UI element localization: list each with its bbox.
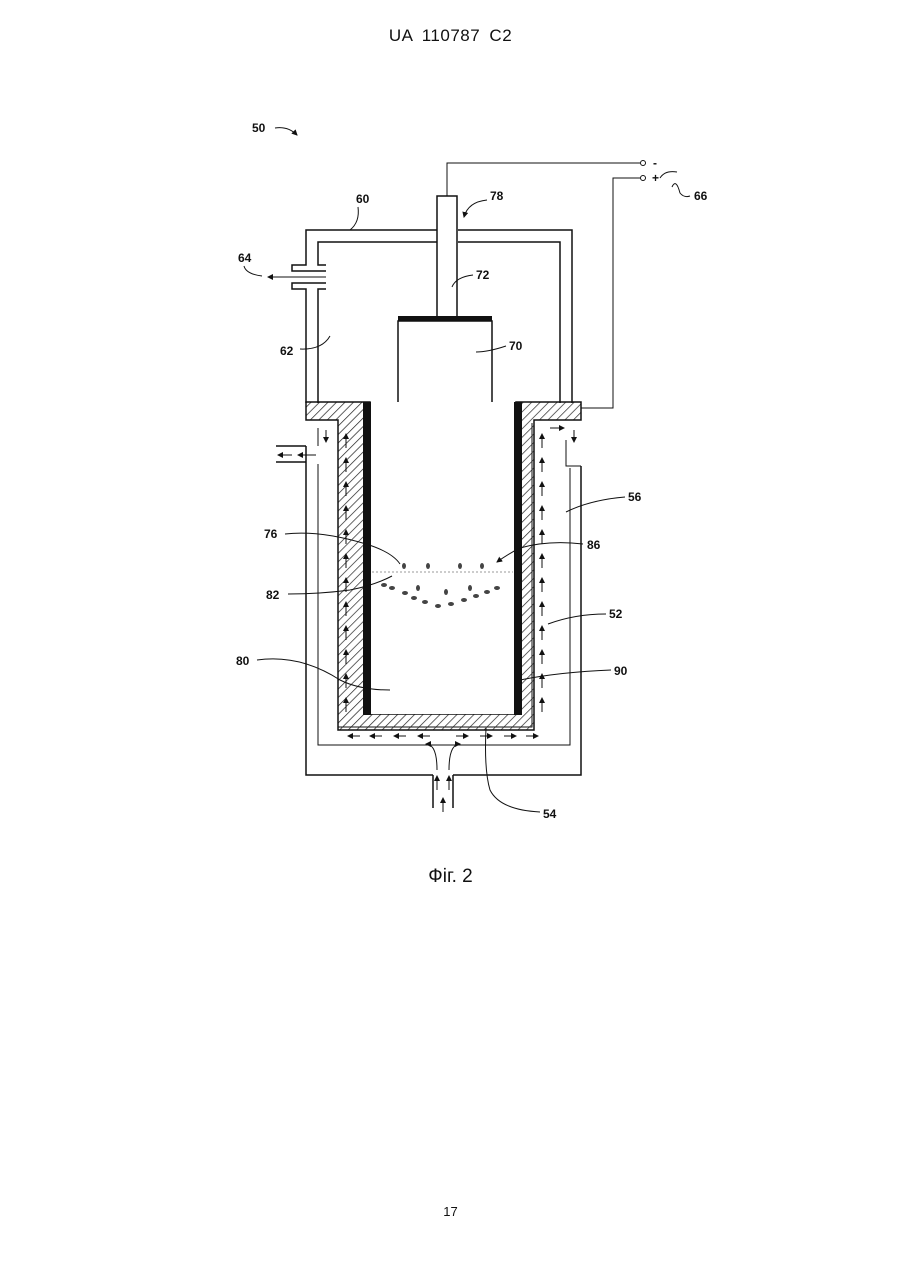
label-72: 72 <box>476 268 490 282</box>
label-76: 76 <box>264 527 278 541</box>
polarity-minus: - <box>653 156 657 170</box>
label-90: 90 <box>614 664 628 678</box>
label-64: 64 <box>238 251 252 265</box>
label-66: 66 <box>694 189 708 203</box>
label-50: 50 <box>252 121 266 135</box>
crucible-inner-lining-left <box>363 402 371 715</box>
electrode-rod <box>437 196 457 318</box>
label-52: 52 <box>609 607 623 621</box>
label-86: 86 <box>587 538 601 552</box>
polarity-plus: + <box>652 171 659 185</box>
label-62: 62 <box>280 344 294 358</box>
figure-caption: Фіг. 2 <box>0 866 901 888</box>
label-78: 78 <box>490 189 504 203</box>
page-number: 17 <box>0 1204 901 1219</box>
label-82: 82 <box>266 588 280 602</box>
label-56: 56 <box>628 490 642 504</box>
label-80: 80 <box>236 654 250 668</box>
crucible-inner-lining-right <box>514 402 522 715</box>
label-70: 70 <box>509 339 523 353</box>
crucible-cavity <box>371 402 514 714</box>
label-54: 54 <box>543 807 557 821</box>
label-60: 60 <box>356 192 370 206</box>
